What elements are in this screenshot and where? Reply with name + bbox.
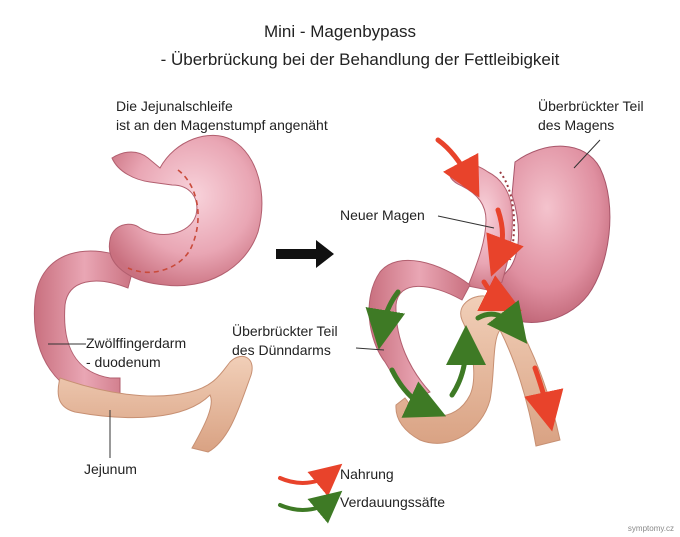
left-anatomy [33, 134, 263, 453]
title-line1: Mini - Magenbypass [263, 22, 417, 41]
cut-line [127, 169, 199, 274]
label-bypassed-stomach-line2: des Magens [538, 117, 615, 133]
label-duodenum-line1: Zwölffingerdarm [86, 335, 187, 351]
legend-juice-label: Verdauungssäfte [340, 494, 446, 510]
juice-arrow-1 [365, 289, 406, 350]
stomach-shape [108, 134, 263, 287]
title-line2: - Überbrückung bei der Behandlung der Fe… [160, 50, 560, 69]
legend-food-arrow [278, 463, 343, 497]
label-jejunal-loop-line1: Die Jejunalschleife [116, 98, 233, 114]
food-arrow-1 [435, 137, 480, 198]
label-bypassed-intestine-line2: des Dünndarms [232, 342, 331, 358]
leader-lines [48, 139, 601, 458]
leader-new-stomach [437, 215, 495, 229]
label-jejunum: Jejunum [84, 461, 137, 477]
transition-arrow [276, 240, 334, 268]
juice-arrow-4 [475, 299, 528, 344]
label-bypassed-stomach-line1: Überbrückter Teil [538, 98, 644, 114]
jejunum-shape [57, 356, 253, 453]
leader-bypassed-intestine [355, 347, 385, 351]
legend-food-label: Nahrung [340, 466, 394, 482]
juice-arrow-3 [445, 325, 486, 398]
juice-arrow-2 [389, 367, 447, 418]
leader-bypassed-stomach [573, 139, 601, 169]
label-new-stomach: Neuer Magen [340, 207, 425, 223]
label-jejunal-loop-line2: ist an den Magenstumpf angenäht [116, 117, 328, 133]
food-arrow-2 [486, 207, 524, 277]
food-arrow-4 [524, 365, 564, 432]
bypassed-stomach-shape [495, 145, 611, 323]
legend-juice-arrow [278, 490, 343, 524]
right-anatomy [365, 137, 611, 447]
source-credit: symptomy.cz [627, 524, 674, 533]
duodenum-shape [33, 250, 136, 406]
label-duodenum-line2: - duodenum [86, 354, 161, 370]
label-bypassed-intestine-line1: Überbrückter Teil [232, 323, 338, 339]
